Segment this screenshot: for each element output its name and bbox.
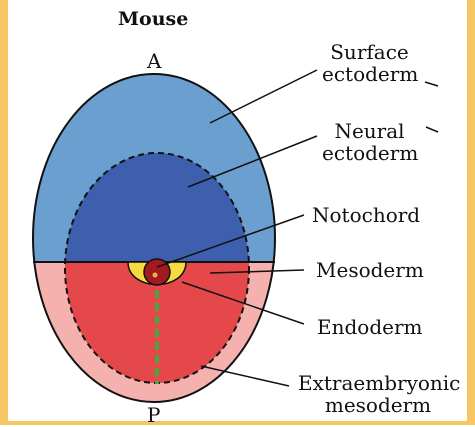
posterior-label: P	[147, 404, 160, 426]
notochord-region	[144, 259, 170, 285]
surface-ectoderm-line1: Surface	[322, 41, 417, 63]
endoderm-label: Endoderm	[317, 316, 423, 338]
leader-surface-ectoderm	[210, 70, 317, 123]
extraembryonic-mesoderm-label: Extraembryonic mesoderm	[298, 372, 458, 416]
notochord-dot	[153, 273, 158, 278]
mark-2	[426, 127, 438, 132]
surface-ectoderm-line2: ectoderm	[322, 63, 417, 85]
neural-ectoderm-line1: Neural	[322, 120, 417, 142]
neural-ectoderm-label: Neural ectoderm	[322, 120, 417, 164]
surface-ectoderm-label: Surface ectoderm	[322, 41, 417, 85]
extraembryonic-line2: mesoderm	[298, 394, 458, 416]
mark-1	[425, 82, 438, 86]
extraembryonic-line1: Extraembryonic	[298, 372, 458, 394]
mesoderm-label: Mesoderm	[316, 259, 424, 281]
neural-ectoderm-line2: ectoderm	[322, 142, 417, 164]
anterior-label: A	[147, 50, 161, 72]
notochord-label: Notochord	[312, 204, 420, 226]
